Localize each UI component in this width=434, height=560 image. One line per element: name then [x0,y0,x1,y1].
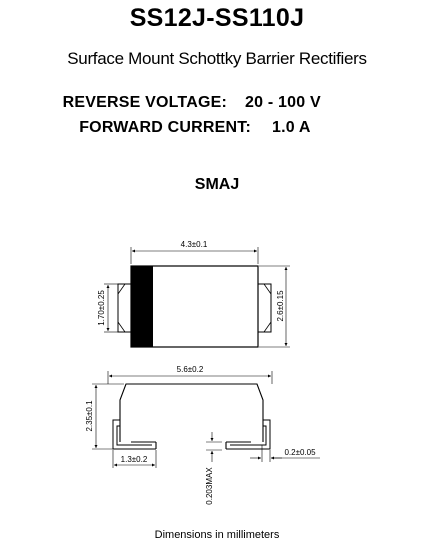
side-right-lead [226,419,271,450]
cathode-band [131,266,153,347]
part-number-title: SS12J-SS110J [129,4,305,32]
reverse-voltage-row: REVERSE VOLTAGE: 20 - 100 V [0,94,434,114]
lead-height-label: 1.70±0.25 [97,290,106,326]
reverse-voltage-label: REVERSE VOLTAGE: [62,94,227,111]
top-view: 4.3±0.1 1.70±0.25 2.6±0.15 [97,240,290,348]
units-note: Dimensions in millimeters [154,529,280,541]
body-height-label: 2.6±0.15 [276,290,285,322]
forward-current-row: FORWARD CURRENT: 1.0 A [0,119,434,139]
standoff-label: 0.203MAX [205,467,214,505]
side-view: 5.6±0.2 2.35±0.1 1.3±0.2 0.203MAX [85,365,320,505]
reverse-voltage-value: 20 - 100 V [245,94,321,111]
lead-thickness-label: 0.2±0.05 [284,448,316,457]
overall-length-label: 5.6±0.2 [177,365,204,374]
lead-length-label: 1.3±0.2 [121,455,148,464]
top-width-label: 4.3±0.1 [181,240,208,249]
forward-current-label: FORWARD CURRENT: [79,119,251,136]
package-name: SMAJ [194,176,240,193]
part-description: Surface Mount Schottky Barrier Rectifier… [67,49,367,68]
side-body-outline [119,383,264,442]
side-height-label: 2.35±0.1 [85,400,94,432]
forward-current-value: 1.0 A [272,119,311,136]
side-left-lead [112,419,156,450]
